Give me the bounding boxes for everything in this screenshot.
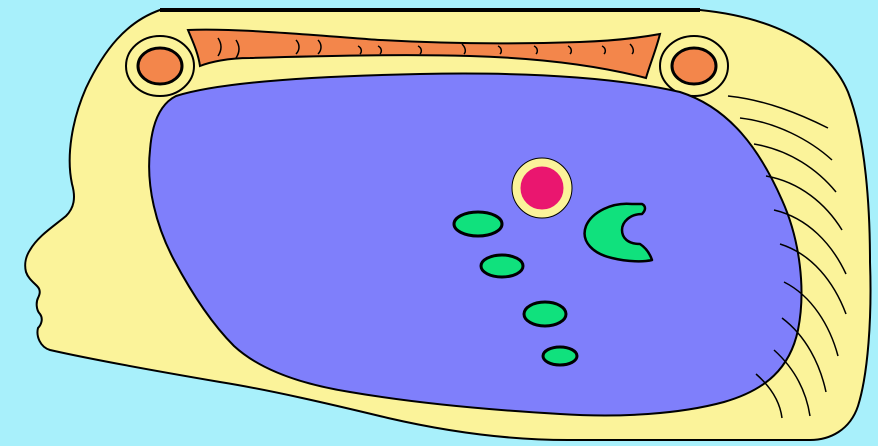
green-oval-3 (524, 302, 566, 326)
green-oval-4 (543, 347, 577, 365)
green-oval-2 (481, 255, 523, 277)
center-spot (521, 167, 563, 209)
green-oval-1 (454, 212, 502, 236)
left-node (138, 48, 182, 84)
right-node (672, 48, 716, 84)
